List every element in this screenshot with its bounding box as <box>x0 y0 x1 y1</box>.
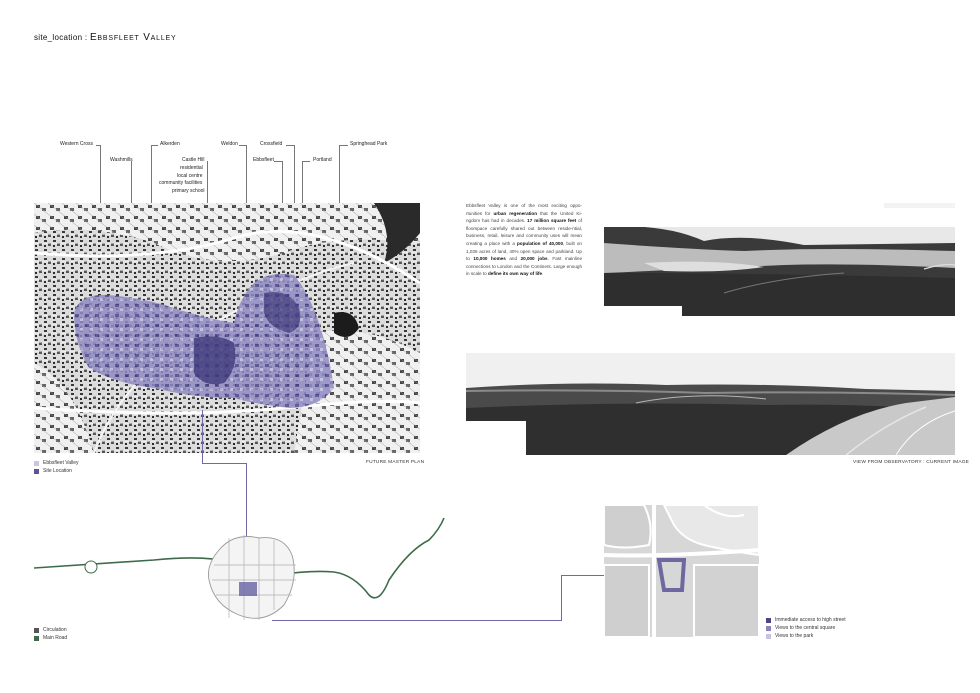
label-castle-hill-residential: residential <box>180 165 203 171</box>
site-detail-diagram <box>604 505 759 637</box>
panorama-top-graphic <box>604 203 955 316</box>
label-crossfield: Crossfield <box>260 141 283 147</box>
site-legend-item: Immediate access to high street <box>766 617 846 623</box>
circulation-diagram <box>33 510 454 630</box>
label-castle-hill-primary: primary school <box>172 188 205 194</box>
label-springhead-park: Springhead Park <box>350 141 388 147</box>
legend-swatch <box>766 617 771 623</box>
site-detail-graphic <box>604 505 759 637</box>
legend-swatch <box>766 633 771 639</box>
master-plan-map <box>34 203 420 453</box>
page-title-prefix: site_location : <box>34 33 90 42</box>
legend-swatch <box>34 468 39 474</box>
map-legend: Ebbsfleet Valley Site Location <box>34 460 78 474</box>
legend-swatch <box>34 627 39 633</box>
label-portland: Portland <box>313 157 332 163</box>
label-castle-hill: Castle Hill <box>182 157 205 163</box>
legend-swatch <box>766 625 771 631</box>
label-weldon: Weldon <box>221 141 238 147</box>
label-alkerden: Alkerden <box>160 141 180 147</box>
panorama-bottom-graphic <box>466 333 955 455</box>
site-legend-item: Views to the central square <box>766 625 846 631</box>
site-legend: Immediate access to high street Views to… <box>766 617 846 639</box>
circulation-legend-item: Main Road <box>34 635 67 641</box>
circulation-legend-item: Circulation <box>34 627 67 633</box>
page-title-name: Ebbsfleet Valley <box>89 32 177 43</box>
label-western-cross: Western Cross <box>60 141 93 147</box>
panorama-photo-bottom <box>466 333 955 455</box>
caption-master-plan: FUTURE MASTER PLAN <box>366 460 425 465</box>
circulation-diagram-graphic <box>33 517 445 620</box>
master-plan-map-graphic <box>34 203 420 453</box>
label-castle-hill-local-centre: local centre <box>177 173 203 179</box>
circulation-legend: Circulation Main Road <box>34 627 67 641</box>
legend-swatch <box>34 635 39 641</box>
site-legend-item: Views to the park <box>766 633 846 639</box>
label-washmills: Washmills <box>110 157 133 163</box>
caption-observatory: VIEW FROM OBSERVATORY : CURRENT IMAGE <box>853 460 970 465</box>
label-castle-hill-community: community facilities <box>159 180 203 186</box>
map-legend-item: Site Location <box>34 468 78 474</box>
map-legend-item: Ebbsfleet Valley <box>34 460 78 466</box>
description-paragraph: Ebbsfleet Valley is one of the most exci… <box>466 203 583 277</box>
page-title: site_location : Ebbsfleet Valley <box>34 32 176 43</box>
legend-swatch <box>34 460 39 466</box>
label-ebbsfleet: Ebbsfleet <box>253 157 274 163</box>
panorama-photo-top <box>604 203 955 316</box>
